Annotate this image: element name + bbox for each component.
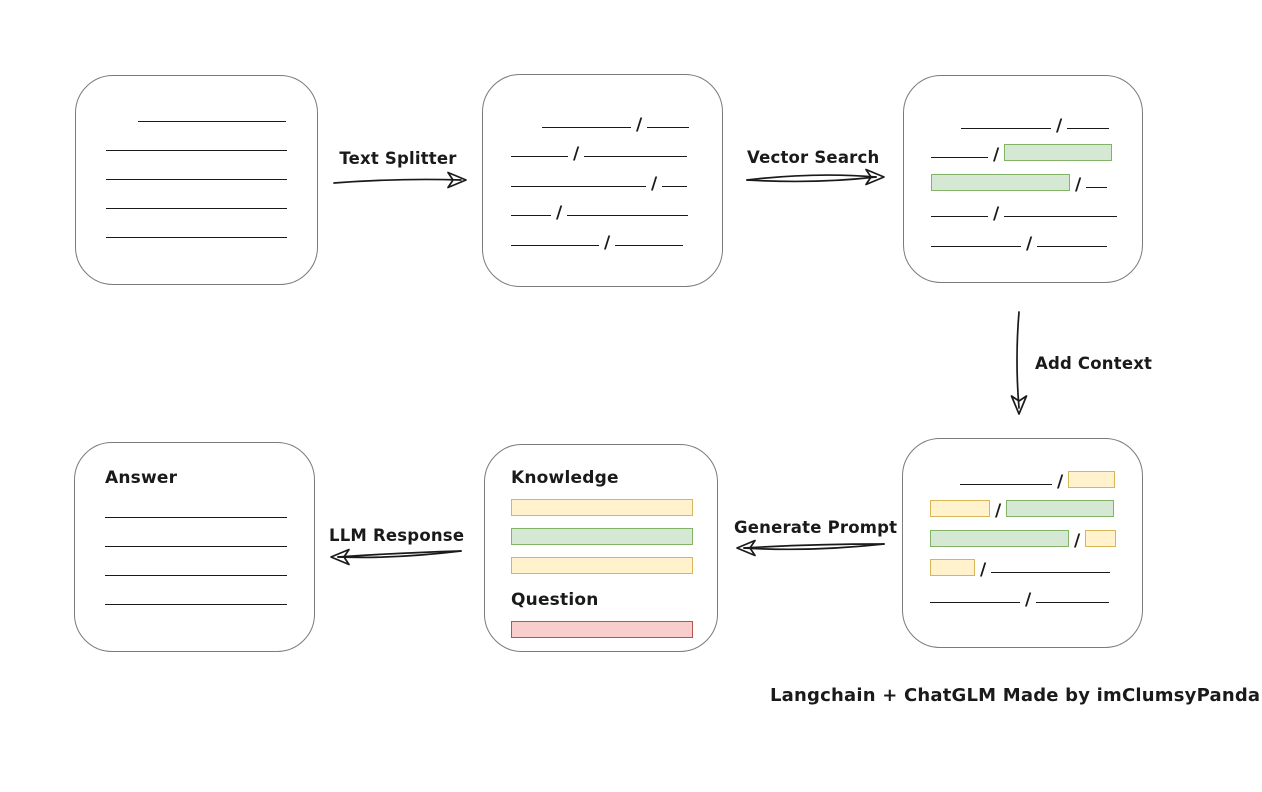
slash-separator: / (1025, 589, 1032, 610)
yellow-bar (511, 557, 693, 574)
question-title: Question (511, 590, 599, 610)
slash-separator: / (1075, 174, 1082, 195)
prompt-box: Knowledge Question (484, 444, 718, 652)
chunk-row: / (931, 134, 1126, 165)
text-segment (931, 157, 988, 158)
text-segment (542, 126, 631, 128)
add-context-label: Add Context (1035, 354, 1153, 373)
text-segment (511, 244, 599, 246)
text-segment (1004, 216, 1118, 217)
text-segment (615, 244, 684, 246)
text-segment (960, 483, 1052, 485)
generate-prompt-arrow (736, 539, 885, 557)
chunk-row: / (930, 460, 1126, 492)
text-segment (567, 215, 689, 216)
yellow-bar (511, 499, 693, 516)
chunk-row: / (930, 519, 1126, 551)
context-chunks-box: / / / / / (902, 438, 1143, 648)
text-segment (511, 156, 568, 157)
chunk-green (1006, 500, 1115, 517)
question-bars (511, 621, 693, 638)
text-segment (1086, 186, 1108, 188)
text-line (106, 179, 287, 180)
text-segment (931, 216, 988, 217)
vector-search-label: Vector Search (747, 148, 880, 167)
diagram-caption: Langchain + ChatGLM Made by imClumsyPand… (770, 685, 1261, 706)
chunk-row: / (931, 193, 1126, 224)
text-segment (931, 245, 1021, 247)
text-segment (662, 185, 688, 187)
vector-matches-box: / / / / / (903, 75, 1143, 283)
text-line (106, 150, 287, 151)
llm-response-arrow (330, 548, 462, 566)
text-line (105, 517, 287, 518)
text-segment (584, 156, 688, 157)
slash-separator: / (995, 501, 1002, 521)
slash-separator: / (980, 560, 987, 580)
split-chunks-box: / / / / / (482, 74, 723, 287)
chunk-row: / (511, 162, 704, 194)
slash-separator: / (1026, 233, 1033, 254)
llm-response-label: LLM Response (329, 526, 465, 545)
text-segment (511, 215, 551, 216)
answer-title: Answer (105, 468, 178, 488)
slash-separator: / (604, 232, 611, 253)
text-line (138, 121, 286, 122)
text-line (105, 604, 287, 605)
text-segment (991, 572, 1111, 573)
slash-separator: / (651, 173, 658, 194)
chunk-row: / (931, 222, 1126, 254)
text-line (105, 546, 287, 547)
slash-separator: / (1056, 115, 1063, 136)
chunk-row: / (511, 133, 704, 164)
text-segment (961, 127, 1051, 129)
text-segment (647, 126, 690, 128)
chunk-green (930, 529, 1069, 547)
add-context-arrow (1010, 311, 1028, 415)
slash-separator: / (1057, 471, 1064, 492)
knowledge-bars (511, 499, 693, 574)
chunk-row: / (511, 192, 704, 223)
slash-separator: / (1074, 530, 1081, 551)
source-document-box (75, 75, 318, 285)
chunk-row: / (511, 221, 704, 253)
chunk-green (1004, 144, 1113, 161)
slash-separator: / (993, 204, 1000, 224)
green-bar (511, 528, 693, 545)
chunk-row: / (930, 578, 1126, 610)
chunk-yellow (930, 559, 975, 576)
slash-separator: / (573, 144, 580, 164)
answer-box: Answer (74, 442, 315, 652)
text-segment (1067, 127, 1110, 129)
text-line (105, 575, 287, 576)
red-bar (511, 621, 693, 638)
vector-search-arrow (746, 168, 885, 186)
chunk-row: / (511, 103, 704, 135)
text-line (106, 208, 287, 209)
text-splitter-label: Text Splitter (339, 149, 457, 168)
chunk-row: / (931, 163, 1126, 195)
chunk-row: / (931, 104, 1126, 136)
knowledge-title: Knowledge (511, 468, 619, 488)
answer-lines (105, 517, 288, 605)
chunk-row: / (930, 490, 1126, 521)
slash-separator: / (556, 203, 563, 223)
chunk-yellow (1085, 529, 1117, 547)
text-segment (1037, 245, 1108, 247)
text-segment (511, 185, 646, 187)
chunk-yellow (930, 500, 990, 517)
generate-prompt-label: Generate Prompt (734, 518, 898, 537)
chunk-green (931, 173, 1070, 191)
text-line (106, 237, 287, 238)
text-segment (1036, 601, 1110, 603)
chunk-row: / (930, 549, 1126, 580)
text-segment (930, 601, 1020, 603)
slash-separator: / (993, 145, 1000, 165)
text-splitter-arrow (333, 171, 467, 189)
chunk-yellow (1068, 470, 1116, 488)
slash-separator: / (636, 114, 643, 135)
